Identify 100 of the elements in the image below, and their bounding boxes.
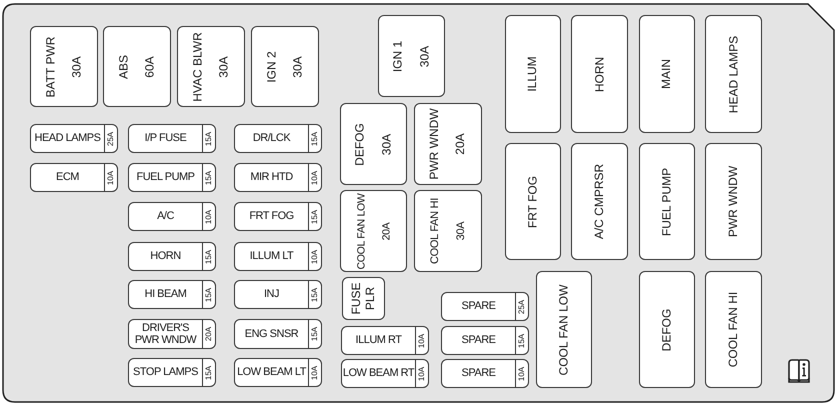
fuse-label: ECM (56, 171, 79, 184)
fuse-label: SPARE (462, 300, 496, 313)
fuse (251, 26, 319, 107)
fuse (177, 26, 245, 107)
fuse-label: ILLUM RT (356, 334, 402, 347)
relay (505, 143, 561, 260)
amperage-rating: 15A (205, 249, 213, 264)
amperage-rating: 15A (205, 131, 213, 146)
fuse (441, 326, 529, 355)
amperage-rating: 10A (311, 170, 319, 185)
relay-label: HEAD LAMPS (726, 35, 740, 113)
fuse-label: COOL FAN HI (428, 198, 442, 264)
amperage-rating: 15A (205, 287, 213, 302)
amperage-rating: 30A (217, 56, 232, 78)
fuse (234, 202, 322, 231)
amperage-rating: 25A (107, 131, 115, 146)
fuse (234, 242, 322, 271)
relay (505, 15, 561, 133)
amperage-rating: 20A (380, 222, 392, 240)
fuse (234, 280, 322, 309)
amperage-rating: 60A (143, 56, 158, 78)
relay-label: PWR WNDW (726, 166, 740, 238)
amperage-rating: 15A (205, 365, 213, 380)
amperage-rating: 10A (311, 365, 319, 380)
fuse-label: FUEL PUMP (136, 171, 195, 184)
relay-label: ILLUM (526, 56, 540, 92)
fuse (414, 190, 482, 272)
fuse-label: IGN 2 (264, 50, 279, 82)
fuse-label: PWR WNDW (428, 108, 442, 180)
fuse-label: BATT PWR (44, 36, 58, 97)
amperage-rating: 30A (380, 133, 394, 155)
relay (571, 143, 628, 260)
fuse-label: I/P FUSE (144, 132, 186, 145)
fuse-label: MIR HTD (250, 171, 293, 184)
amperage-rating: 30A (418, 45, 432, 67)
fuse-label: LOW BEAM LT (237, 366, 306, 379)
relay (536, 271, 592, 388)
fuse (340, 190, 407, 272)
fuse-label: HEAD LAMPS (34, 132, 100, 145)
amperage-rating: 10A (205, 209, 213, 224)
fuse-label: HI BEAM (144, 288, 186, 301)
fuse-label: A/C (157, 210, 174, 223)
relay (705, 15, 762, 133)
fuse (30, 163, 118, 192)
fuse (128, 319, 216, 349)
amperage-rating: 30A (454, 222, 468, 240)
fuse (341, 326, 429, 355)
fuse (30, 124, 118, 153)
relay (571, 15, 628, 133)
fuse-puller (342, 277, 385, 320)
fuse-label: STOP LAMPS (133, 366, 198, 379)
fuse (128, 280, 216, 309)
fuse (128, 358, 216, 387)
amperage-rating: 15A (311, 209, 319, 224)
relay-label: MAIN (660, 59, 674, 89)
relay-label: A/C CMPRSR (592, 164, 606, 240)
amperage-rating: 20A (205, 326, 213, 342)
relay-label: FUEL PUMP (660, 167, 674, 236)
fuse (128, 202, 216, 231)
relay (639, 15, 695, 133)
fuse-label: COOL FAN LOW (354, 193, 367, 269)
amperage-rating: 15A (518, 333, 526, 348)
amperage-rating: 15A (311, 131, 319, 146)
fuse-label: INJ (264, 288, 279, 301)
amperage-rating: 15A (311, 326, 319, 342)
fuse-label: DRIVER'S PWR WNDW (134, 322, 198, 346)
fuse-label: HVAC BLWR (190, 32, 205, 102)
amperage-rating: 30A (291, 56, 306, 78)
relay-label: FRT FOG (526, 175, 540, 228)
fuse-label: FRT FOG (249, 210, 294, 223)
amperage-rating: 10A (418, 333, 426, 348)
relay (705, 271, 762, 388)
fuse (340, 103, 407, 185)
amperage-rating: 15A (205, 170, 213, 185)
fuse-label: ENG SNSR (244, 328, 298, 340)
relay-label: COOL FAN HI (726, 292, 740, 368)
fuse (234, 124, 322, 153)
fuse-label: ILLUM LT (250, 250, 294, 263)
fuse (441, 292, 529, 321)
fuse (441, 359, 529, 388)
relay-label: HORN (592, 56, 606, 92)
fuse-label: DR/LCK (252, 132, 290, 145)
fuse (103, 26, 171, 107)
amperage-rating: 10A (107, 170, 115, 185)
fuse-label: ABS (116, 54, 131, 79)
amperage-rating: 20A (454, 133, 468, 155)
fuse (234, 358, 322, 387)
fuse-label: HORN (150, 250, 181, 263)
fuse (30, 26, 98, 107)
fuse-label: LOW BEAM RT (342, 367, 414, 380)
relay (705, 143, 762, 260)
amperage-rating: 30A (70, 56, 84, 78)
fuse (414, 103, 482, 185)
fuse-label: DEFOG (353, 122, 368, 166)
fuse (128, 242, 216, 271)
amperage-rating: 10A (418, 366, 426, 381)
fuse-label: IGN 1 (391, 40, 406, 72)
fuse (341, 359, 429, 388)
relay (639, 271, 695, 388)
amperage-rating: 10A (518, 366, 526, 381)
